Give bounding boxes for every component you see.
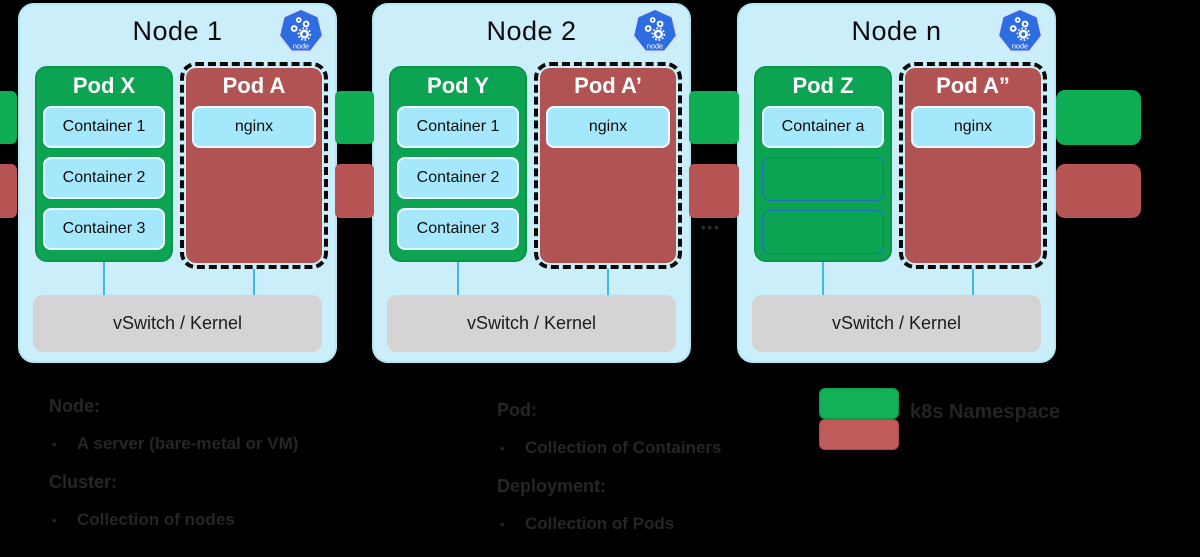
pod-red-deployment: Pod A’ nginx: [534, 62, 682, 269]
pod-title: Pod A: [222, 73, 286, 98]
legend-item-text: Collection of Pods: [525, 514, 675, 533]
legend-item-text: Collection of Containers: [525, 438, 722, 457]
bullet-icon: •: [52, 513, 57, 528]
empty-container-slot: [762, 157, 884, 201]
namespace-red-connector: [689, 164, 739, 218]
pod-red-deployment: Pod A nginx: [180, 62, 328, 269]
namespace-green-connector: [1056, 90, 1141, 145]
container-box: nginx: [911, 106, 1035, 148]
node-title: Node 2: [486, 16, 577, 46]
pod-to-kernel-line: [457, 262, 459, 299]
pod-to-kernel-line: [972, 269, 974, 299]
node-n-box: Node n node Pod Z Container a Pod A” ngi…: [737, 3, 1056, 363]
kubernetes-node-icon: node: [991, 7, 1049, 59]
namespace-red-connector: [1056, 164, 1141, 218]
container-box: Container 2: [397, 157, 519, 199]
kubernetes-node-icon: node: [626, 7, 684, 59]
pod-title: Pod Y: [427, 73, 489, 98]
pod-title: Pod X: [72, 73, 136, 98]
pod-green: Pod Y Container 1 Container 2 Container …: [389, 66, 527, 262]
container-box: Container 3: [43, 208, 165, 250]
container-box: Container 3: [397, 208, 519, 250]
legend-heading: Deployment:: [497, 476, 607, 496]
logo-label: node: [647, 41, 663, 50]
pod-green: Pod X Container 1 Container 2 Container …: [35, 66, 173, 262]
pod-to-kernel-line: [822, 262, 824, 299]
container-box: Container a: [762, 106, 884, 148]
bullet-icon: •: [500, 441, 505, 456]
vswitch-kernel-box: vSwitch / Kernel: [752, 295, 1041, 352]
namespace-green-connector: [0, 91, 17, 144]
container-box: Container 2: [43, 157, 165, 199]
pod-to-kernel-line: [253, 269, 255, 299]
legend-heading: Cluster:: [49, 472, 118, 492]
container-box: Container 1: [43, 106, 165, 148]
container-box: nginx: [192, 106, 316, 148]
pod-green: Pod Z Container a: [754, 66, 892, 262]
more-nodes-ellipsis: •••: [701, 220, 721, 235]
bullet-icon: •: [52, 437, 57, 452]
legend-item: • Collection of nodes: [49, 510, 389, 548]
pod-red-deployment: Pod A” nginx: [899, 62, 1047, 269]
legend-heading: Pod:: [497, 400, 537, 420]
pod-title: Pod A’: [574, 73, 642, 98]
legend-item: • Collection of Pods: [497, 514, 837, 552]
pod-to-kernel-line: [607, 269, 609, 299]
empty-container-slot: [762, 210, 884, 254]
legend-right-column: Pod: • Collection of Containers Deployme…: [497, 400, 837, 552]
legend-item-text: Collection of nodes: [77, 510, 235, 529]
pod-title: Pod A”: [936, 73, 1010, 98]
namespace-green-swatch: [819, 388, 899, 419]
namespace-green-connector: [335, 91, 374, 144]
container-box: Container 1: [397, 106, 519, 148]
namespace-red-connector: [0, 164, 17, 218]
bullet-icon: •: [500, 517, 505, 532]
node-2-box: Node 2 node Pod Y Container 1 Container …: [372, 3, 691, 363]
node-title: Node n: [851, 16, 942, 46]
vswitch-kernel-box: vSwitch / Kernel: [33, 295, 322, 352]
pod-to-kernel-line: [103, 262, 105, 299]
namespace-red-swatch: [819, 419, 899, 450]
legend-left-column: Node: • A server (bare-metal or VM) Clus…: [49, 396, 389, 548]
pod-title: Pod Z: [792, 73, 854, 98]
legend-item-text: A server (bare-metal or VM): [77, 434, 299, 453]
vswitch-kernel-box: vSwitch / Kernel: [387, 295, 676, 352]
node-1-box: Node 1 node Pod X Container 1 Container …: [18, 3, 337, 363]
logo-label: node: [1012, 41, 1028, 50]
kubernetes-node-icon: node: [272, 7, 330, 59]
namespace-red-connector: [335, 164, 374, 218]
logo-label: node: [293, 41, 309, 50]
namespace-green-connector: [689, 91, 739, 144]
legend-heading: Node:: [49, 396, 100, 416]
node-title: Node 1: [132, 16, 223, 46]
legend-item: • Collection of Containers: [497, 438, 837, 476]
legend-item: • A server (bare-metal or VM): [49, 434, 389, 472]
namespace-legend-label: k8s Namespace: [910, 401, 1061, 423]
container-box: nginx: [546, 106, 670, 148]
